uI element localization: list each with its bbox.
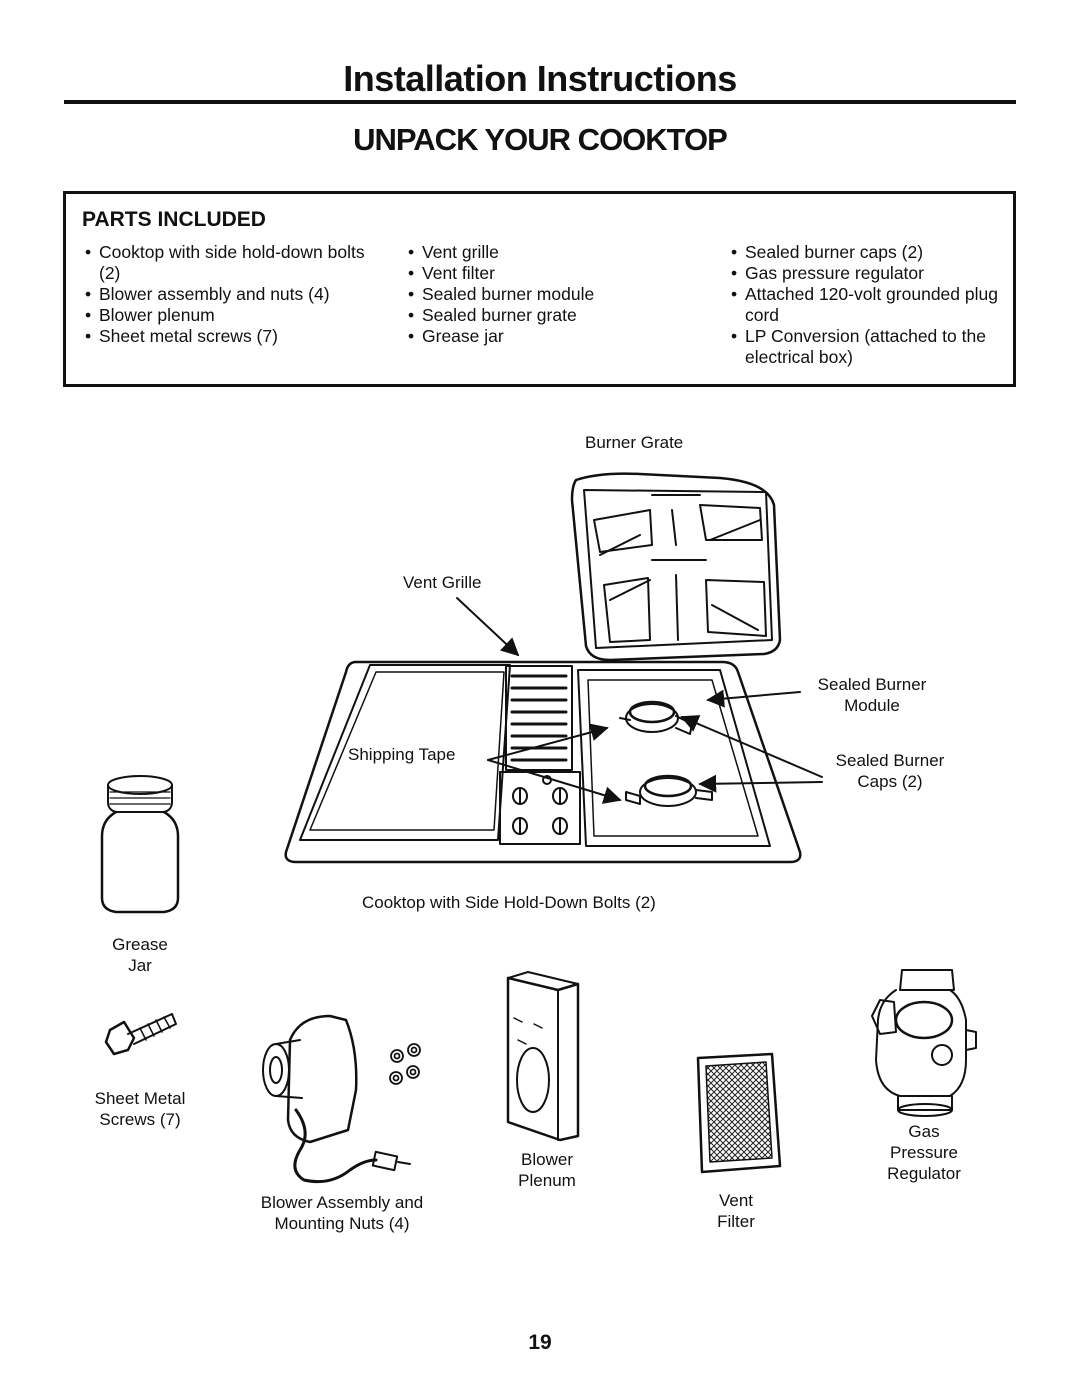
parts-included-box: PARTS INCLUDED Cooktop with side hold-do… (63, 191, 1016, 387)
parts-heading: PARTS INCLUDED (82, 208, 266, 231)
list-item: LP Conversion (attached to the electrica… (725, 326, 1015, 368)
gas-regulator-drawing (871, 969, 977, 1117)
cooktop-drawing (284, 660, 802, 864)
list-item: Sealed burner caps (2) (725, 242, 1015, 263)
parts-column-3: Sealed burner caps (2) Gas pressure regu… (725, 242, 1015, 368)
page-title: Installation Instructions (343, 58, 737, 99)
list-item: Blower assembly and nuts (4) (79, 284, 379, 305)
label-burner-grate: Burner Grate (585, 433, 684, 452)
list-item: Blower plenum (79, 305, 379, 326)
vent-filter-drawing (696, 1052, 782, 1174)
list-item: Cooktop with side hold-down bolts (2) (79, 242, 379, 284)
label-vent-grille: Vent Grille (403, 573, 482, 592)
label-shipping-tape: Shipping Tape (348, 745, 456, 764)
page-number: 19 (528, 1331, 552, 1354)
vent-grille-arrow (456, 597, 520, 657)
list-item: Attached 120-volt grounded plug cord (725, 284, 1015, 326)
burner-grate-drawing (570, 472, 782, 662)
list-item: Sheet metal screws (7) (79, 326, 379, 347)
list-item: Gas pressure regulator (725, 263, 1015, 284)
list-item: Vent grille (402, 242, 692, 263)
label-cooktop: Cooktop with Side Hold-Down Bolts (2) (362, 893, 656, 912)
section-title: UNPACK YOUR COOKTOP (353, 122, 728, 157)
mounting-nuts-drawing (389, 1043, 421, 1085)
list-item: Grease jar (402, 326, 692, 347)
blower-plenum-drawing (506, 971, 580, 1142)
blower-assembly-drawing (262, 1014, 411, 1184)
grease-jar-drawing (100, 775, 180, 914)
title-rule (64, 100, 1016, 104)
list-item: Sealed burner module (402, 284, 692, 305)
parts-column-1: Cooktop with side hold-down bolts (2) Bl… (79, 242, 379, 347)
leader-arrows (487, 689, 823, 804)
screw-drawing (104, 1013, 177, 1056)
parts-column-2: Vent grille Vent filter Sealed burner mo… (402, 242, 692, 347)
list-item: Vent filter (402, 263, 692, 284)
list-item: Sealed burner grate (402, 305, 692, 326)
